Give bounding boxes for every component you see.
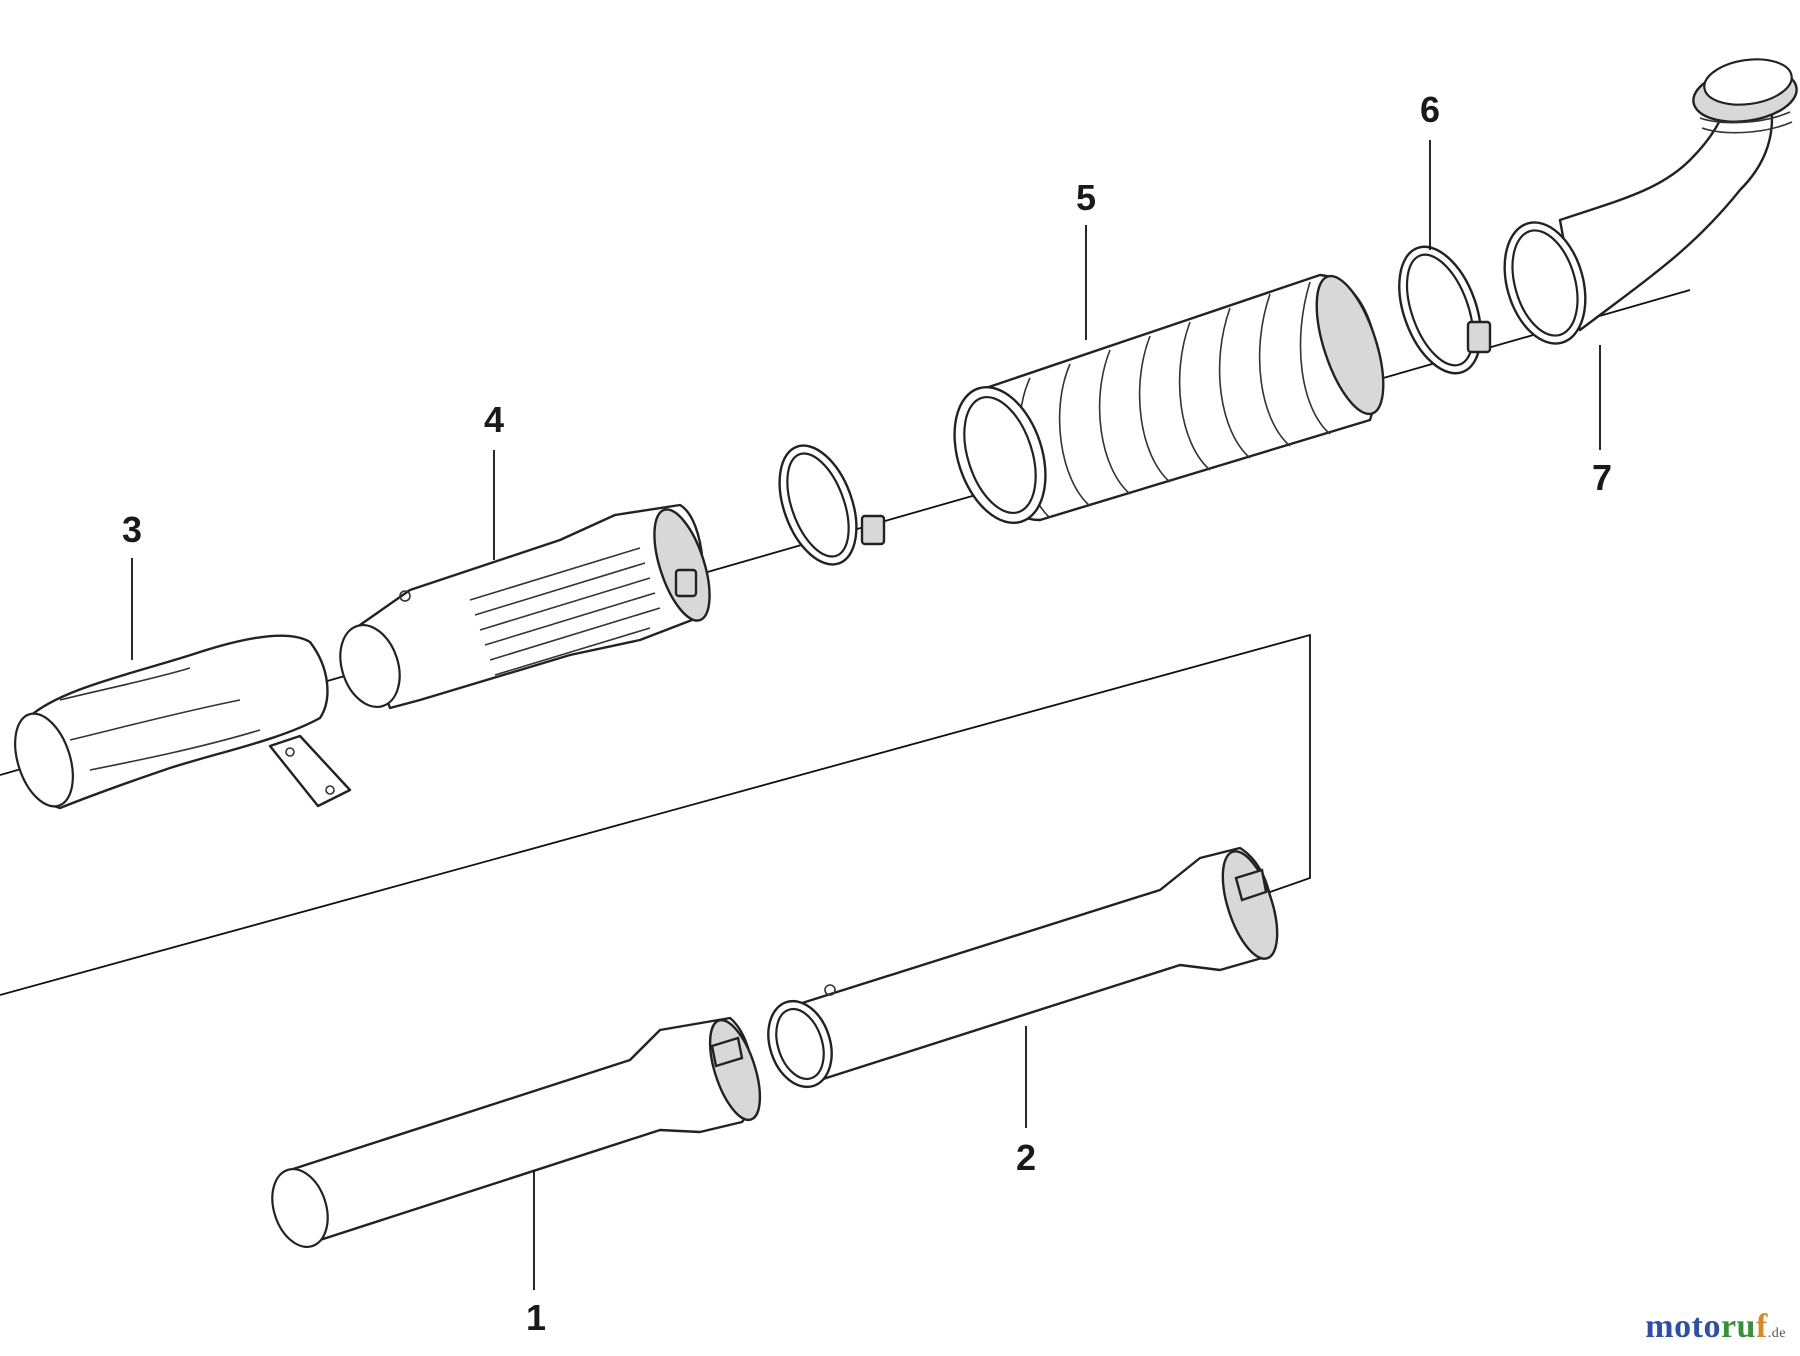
part-1-tube	[271, 1016, 762, 1248]
part-7-elbow	[1503, 58, 1798, 345]
part-6-hose-clamp	[1398, 245, 1492, 375]
assembly-bracket-line	[0, 633, 1311, 996]
part-number-6: 6	[1420, 89, 1440, 130]
part-number-1: 1	[526, 1297, 546, 1338]
watermark-logo: motoruf.de	[1645, 1308, 1786, 1345]
part-number-3: 3	[122, 509, 142, 550]
part-number-7: 7	[1592, 457, 1612, 498]
part-4-nozzle	[339, 503, 711, 710]
part-5-flex-hose	[953, 273, 1385, 525]
part-number-5: 5	[1076, 177, 1096, 218]
part-2-tube	[767, 846, 1279, 1089]
part-number-2: 2	[1016, 1137, 1036, 1178]
part-number-4: 4	[484, 399, 504, 440]
hose-clamp-left	[778, 444, 886, 566]
part-3-bag	[14, 634, 352, 810]
